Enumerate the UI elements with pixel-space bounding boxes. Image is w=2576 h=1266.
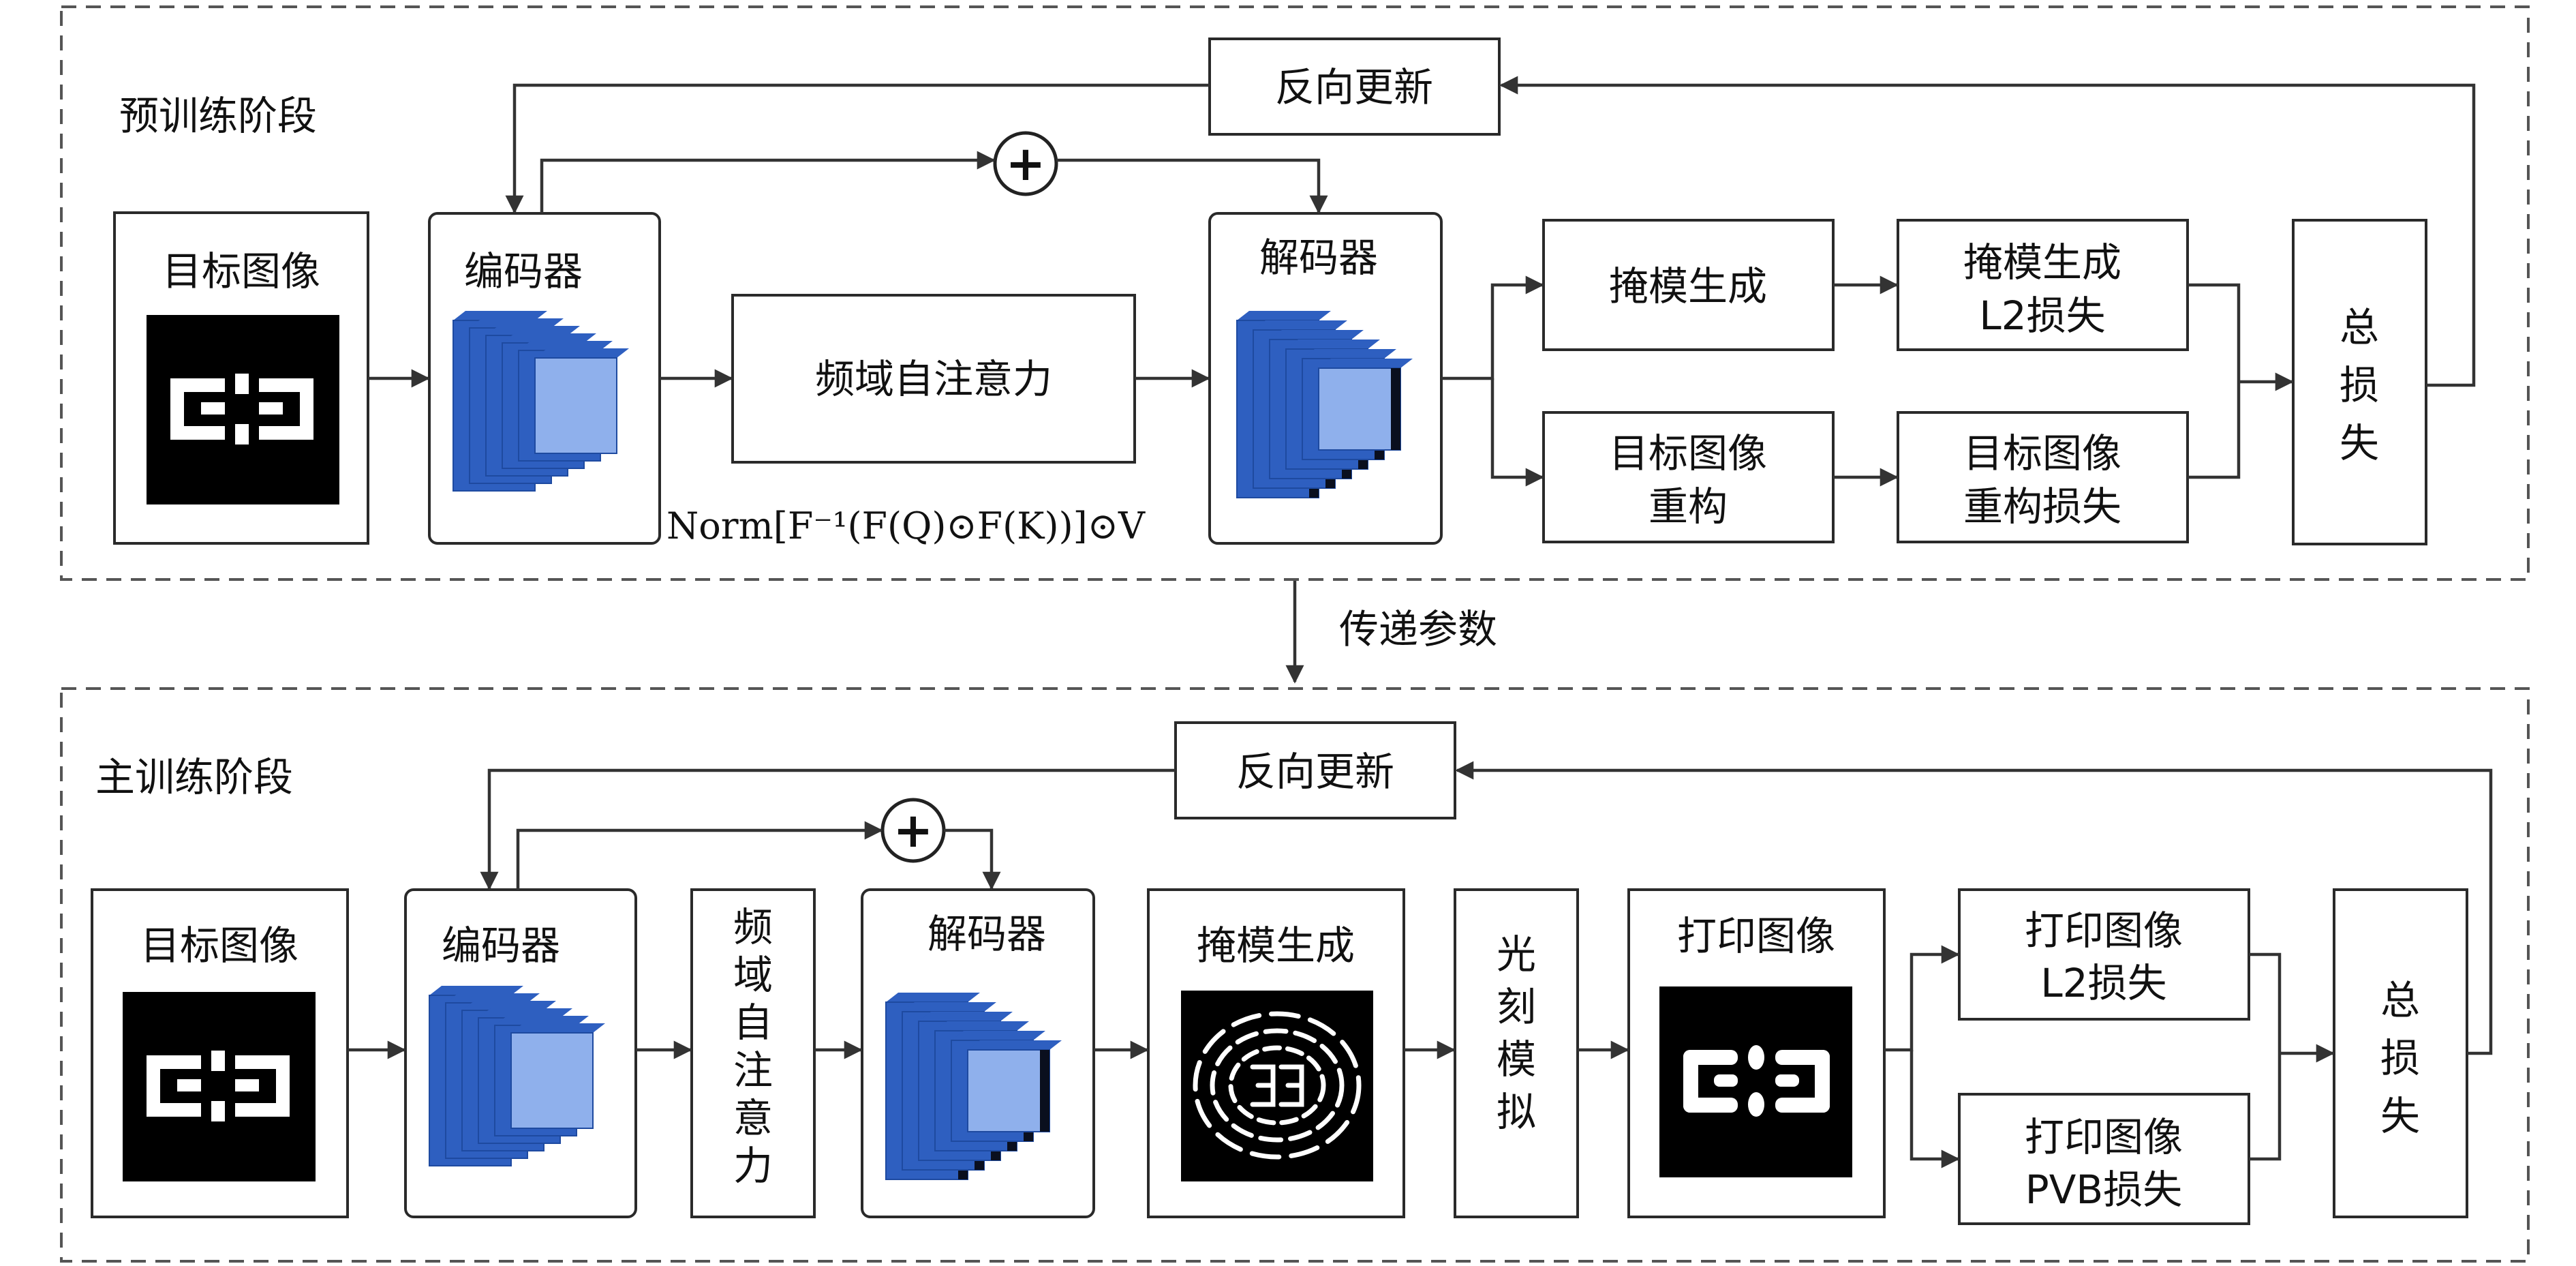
layer-top-face bbox=[1270, 330, 1364, 340]
layer-top-face bbox=[478, 1008, 572, 1018]
main-stage-frame bbox=[60, 687, 2530, 1263]
pretrain-mask-gen-label: 掩模生成 bbox=[1609, 263, 1767, 310]
main-total-loss-char-1: 总 bbox=[2380, 977, 2420, 1023]
main-litho-vertical-label: 光 刻 模 拟 bbox=[1497, 931, 1536, 1135]
pretrain-recon-label-2: 重构 bbox=[1649, 483, 1728, 530]
main-total-loss-box bbox=[2333, 888, 2468, 1218]
main-print-pvb-loss-box bbox=[1958, 1093, 2250, 1225]
layer-top-face bbox=[1286, 340, 1380, 349]
pretrain-recon-loss-label-2: 重构损失 bbox=[1963, 483, 2121, 530]
attention-formula: Norm[F⁻¹(F(Q)⊙F(K))]⊙V bbox=[666, 504, 1146, 547]
layer-top-face bbox=[935, 1021, 1029, 1031]
pretrain-recon-loss-label-1: 目标图像 bbox=[1963, 430, 2121, 477]
layer-top-face bbox=[535, 348, 629, 358]
main-mask-pattern-image bbox=[1181, 991, 1373, 1181]
pretrain-backprop-label: 反向更新 bbox=[1275, 64, 1433, 110]
pretrain-stage-frame bbox=[60, 5, 2530, 581]
layer-top-face bbox=[502, 333, 596, 343]
layer-front-face bbox=[510, 1032, 594, 1129]
stage-transfer-label: 传递参数 bbox=[1339, 606, 1497, 652]
main-encoder-layers-graphic bbox=[429, 986, 605, 1166]
pretrain-connectors bbox=[368, 76, 2476, 487]
layer-top-face bbox=[486, 326, 580, 335]
main-stage-title: 主训练阶段 bbox=[95, 754, 293, 800]
pretrain-mask-l2-label-1: 掩模生成 bbox=[1963, 239, 2121, 286]
main-print-pvb-label-1: 打印图像 bbox=[2025, 1114, 2183, 1160]
layer-front-face bbox=[534, 357, 617, 454]
main-litho-char: 模 bbox=[1497, 1036, 1536, 1083]
main-print-pvb-label-2: PVB损失 bbox=[2025, 1166, 2182, 1213]
layer-top-face bbox=[902, 1002, 996, 1012]
main-attention-char: 意 bbox=[733, 1095, 773, 1141]
main-litho-box bbox=[1454, 888, 1579, 1218]
layer-top-face bbox=[429, 986, 523, 995]
main-plus-symbol: + bbox=[893, 802, 934, 858]
layer-top-face bbox=[1319, 359, 1413, 368]
main-decoder-label: 解码器 bbox=[927, 911, 1046, 957]
main-print-l2-label-1: 打印图像 bbox=[2025, 907, 2183, 954]
main-connectors bbox=[348, 761, 2493, 1169]
layer-top-face bbox=[462, 1001, 556, 1010]
pretrain-attention-label: 频域自注意力 bbox=[815, 356, 1052, 402]
main-target-pattern-image bbox=[123, 992, 316, 1181]
layer-edge bbox=[1391, 368, 1400, 450]
main-target-image-label: 目标图像 bbox=[140, 922, 298, 969]
main-attention-char: 力 bbox=[733, 1143, 773, 1189]
main-attention-char: 频 bbox=[733, 904, 773, 950]
layer-top-face bbox=[519, 341, 613, 350]
layer-top-face bbox=[951, 1031, 1045, 1040]
main-attention-char: 域 bbox=[733, 952, 773, 998]
pretrain-total-loss-char-2: 损 bbox=[2340, 362, 2379, 408]
pretrain-total-loss-char-3: 失 bbox=[2340, 420, 2379, 466]
main-total-loss-char-3: 失 bbox=[2380, 1093, 2420, 1139]
pretrain-stage-title: 预训练阶段 bbox=[119, 93, 317, 139]
layer-top-face bbox=[453, 311, 547, 320]
pretrain-total-loss-box bbox=[2292, 219, 2427, 545]
pretrain-encoder-label: 编码器 bbox=[464, 248, 583, 295]
layer-top-face bbox=[495, 1016, 589, 1025]
pretrain-target-image-label: 目标图像 bbox=[162, 248, 320, 295]
layer-top-face bbox=[1237, 311, 1331, 320]
main-print-image-label: 打印图像 bbox=[1677, 913, 1835, 959]
main-mask-gen-label: 掩模生成 bbox=[1197, 922, 1355, 969]
pretrain-attention-box bbox=[731, 294, 1136, 464]
pretrain-total-loss-char-1: 总 bbox=[2340, 304, 2379, 350]
layer-front-face bbox=[1318, 367, 1401, 451]
main-litho-char: 拟 bbox=[1497, 1089, 1536, 1135]
pretrain-target-pattern-image bbox=[147, 315, 339, 504]
layer-top-face bbox=[446, 993, 540, 1003]
main-print-pattern-image bbox=[1659, 986, 1852, 1177]
main-litho-char: 刻 bbox=[1497, 984, 1536, 1030]
layer-top-face bbox=[919, 1012, 1013, 1021]
main-print-l2-label-2: L2损失 bbox=[2040, 960, 2166, 1006]
main-backprop-box bbox=[1174, 721, 1456, 819]
main-attention-char: 注 bbox=[733, 1047, 773, 1094]
pretrain-backprop-box bbox=[1208, 37, 1501, 136]
main-attention-vertical-label: 频 域 自 注 意 力 bbox=[733, 904, 773, 1189]
pretrain-plus-symbol: + bbox=[1006, 136, 1046, 192]
layer-top-face bbox=[470, 318, 564, 328]
pretrain-recon-label-1: 目标图像 bbox=[1609, 430, 1767, 477]
pretrain-decoder-layers-graphic bbox=[1236, 311, 1413, 498]
layer-top-face bbox=[1253, 320, 1347, 330]
layer-top-face bbox=[1302, 349, 1396, 359]
layer-top-face bbox=[968, 1040, 1062, 1050]
pretrain-mask-gen-box bbox=[1542, 219, 1835, 351]
main-attention-box bbox=[690, 888, 816, 1218]
pretrain-decoder-label: 解码器 bbox=[1259, 235, 1378, 281]
main-encoder-label: 编码器 bbox=[442, 922, 560, 969]
pretrain-encoder-layers-graphic bbox=[453, 311, 629, 492]
layer-front-face bbox=[967, 1049, 1050, 1132]
layer-top-face bbox=[511, 1023, 605, 1033]
main-decoder-layers-graphic bbox=[885, 993, 1062, 1180]
main-backprop-label: 反向更新 bbox=[1236, 749, 1394, 795]
pretrain-mask-l2-label-2: L2损失 bbox=[1979, 292, 2105, 339]
main-total-loss-char-2: 损 bbox=[2380, 1035, 2420, 1081]
layer-edge bbox=[1040, 1050, 1049, 1132]
main-attention-char: 自 bbox=[733, 999, 773, 1046]
layer-top-face bbox=[886, 993, 980, 1002]
main-litho-char: 光 bbox=[1497, 931, 1536, 978]
